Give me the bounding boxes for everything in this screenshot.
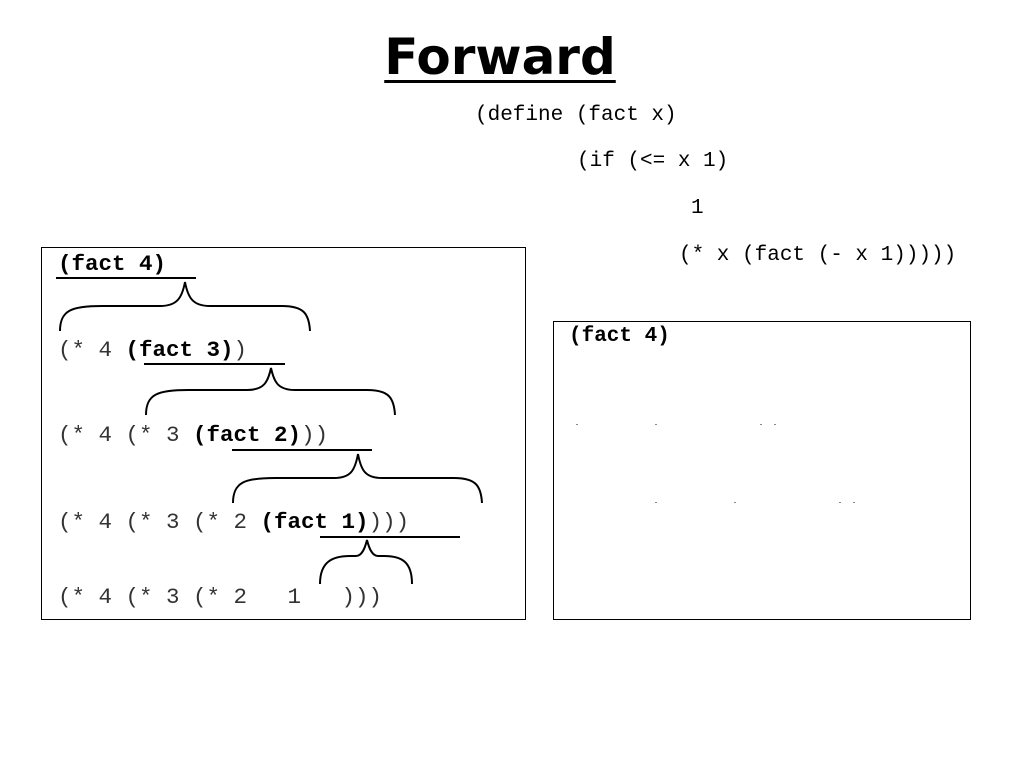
expansion-row-0: (fact 4): [58, 250, 166, 278]
forward-trace-panel: (fact 4): [553, 321, 971, 620]
brace-fact-3: [145, 367, 396, 416]
row-2-call: (fact 2): [193, 422, 302, 448]
row-1-prefix: (* 4: [58, 337, 126, 363]
code-line-recursive-case: (* x (fact (- x 1))))): [679, 244, 957, 267]
row-3-suffix: ))): [368, 509, 410, 535]
row-3-prefix: (* 4 (* 3 (* 2: [58, 509, 261, 535]
row-0-call: (fact 4): [58, 251, 167, 277]
faint-mark: [760, 424, 762, 425]
row-3-call: (fact 1): [260, 509, 369, 535]
faint-mark: [774, 424, 776, 425]
code-line-define: (define (fact x): [475, 104, 677, 127]
trace-expr: (fact 4): [569, 325, 670, 348]
expansion-brackets: [56, 277, 483, 585]
code-line-if: (if (<= x 1): [577, 150, 729, 173]
faint-mark: [655, 502, 657, 503]
code-line-base-case: 1: [691, 197, 704, 220]
expansion-row-2: (* 4 (* 3 (fact 2))): [58, 421, 328, 449]
faint-mark: [576, 424, 578, 425]
faint-mark: [655, 424, 657, 425]
row-4-prefix: (* 4 (* 3 (* 2: [58, 584, 288, 610]
expansion-row-3: (* 4 (* 3 (* 2 (fact 1)))): [58, 508, 409, 536]
row-2-prefix: (* 4 (* 3: [58, 422, 194, 448]
faint-mark: [839, 502, 841, 503]
faint-mark: [853, 502, 855, 503]
brace-fact-1: [319, 539, 413, 585]
expansion-row-1: (* 4 (fact 3)): [58, 336, 247, 364]
brace-fact-2: [232, 453, 483, 504]
faint-mark: [734, 502, 736, 503]
expansion-diagram-panel: (fact 4) (* 4 (fact 3)) (* 4 (* 3 (fact …: [41, 247, 526, 620]
row-2-suffix: )): [301, 422, 329, 448]
brace-fact-4: [59, 281, 311, 332]
row-4-suffix: 1 ))): [287, 584, 383, 610]
row-1-suffix: ): [233, 337, 248, 363]
row-1-call: (fact 3): [125, 337, 234, 363]
slide-title: Forward: [384, 28, 616, 86]
expansion-row-4: (* 4 (* 3 (* 2 1 ))): [58, 583, 382, 611]
